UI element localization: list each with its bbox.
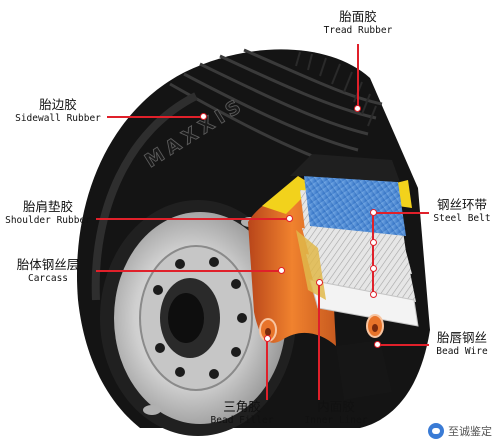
marker-sidewall (199, 112, 207, 120)
leader-bead-wire (377, 344, 429, 346)
label-sidewall-en: Sidewall Rubber (15, 113, 101, 125)
label-bead-filler-zh: 三角胶 (223, 399, 261, 414)
label-steel-belt-en: Steel Belt (433, 213, 491, 225)
label-inner-liner-en: Inner Liner (304, 415, 368, 427)
marker-bead-filler (263, 334, 271, 342)
label-shoulder-en: Shoulder Rubber (5, 215, 91, 227)
marker-shoulder (285, 214, 293, 222)
marker-bead-wire (373, 340, 381, 348)
leader-inner-liner (318, 282, 320, 400)
label-tread: 胎面胶 Tread Rubber (318, 9, 398, 37)
label-steel-belt: 钢丝环带 Steel Belt (428, 197, 496, 225)
marker-inner-liner (315, 278, 323, 286)
label-carcass-en: Carcass (27, 273, 69, 285)
marker-carcass (277, 266, 285, 274)
tire-cross-section (248, 154, 419, 400)
label-shoulder: 胎肩垫胶 Shoulder Rubber (0, 199, 96, 227)
label-carcass: 胎体钢丝层 Carcass (0, 257, 96, 285)
marker-steel-belt-4 (369, 290, 377, 298)
marker-tread (353, 104, 361, 112)
label-bead-wire: 胎唇钢丝 Bead Wire (428, 330, 496, 358)
label-bead-wire-zh: 胎唇钢丝 (436, 330, 487, 345)
marker-steel-belt-1 (369, 208, 377, 216)
label-bead-filler-en: Bead Filler (210, 415, 274, 427)
label-sidewall: 胎边胶 Sidewall Rubber (8, 97, 108, 125)
label-steel-belt-zh: 钢丝环带 (436, 197, 487, 212)
marker-steel-belt-3 (369, 264, 377, 272)
marker-steel-belt-2 (369, 238, 377, 246)
label-inner-liner: 内面胶 Inner Liner (296, 399, 376, 427)
label-bead-wire-en: Bead Wire (436, 346, 488, 358)
leader-tread (357, 44, 359, 108)
leader-steel-belt (373, 212, 429, 214)
leader-sidewall (107, 116, 203, 118)
label-tread-en: Tread Rubber (323, 25, 393, 37)
leader-steel-belt-vertical (372, 212, 374, 294)
wheel-rim (100, 200, 296, 436)
label-sidewall-zh: 胎边胶 (39, 97, 77, 112)
label-carcass-zh: 胎体钢丝层 (16, 257, 80, 272)
watermark: 至诚鉴定 (428, 423, 492, 439)
label-shoulder-zh: 胎肩垫胶 (22, 199, 73, 214)
label-tread-zh: 胎面胶 (339, 9, 377, 24)
chat-bubble-icon (428, 423, 444, 439)
leader-carcass (96, 270, 280, 272)
label-bead-filler: 三角胶 Bead Filler (204, 399, 280, 427)
watermark-text: 至诚鉴定 (448, 425, 492, 438)
label-inner-liner-zh: 内面胶 (317, 399, 355, 414)
leader-shoulder (96, 218, 288, 220)
leader-bead-filler (266, 338, 268, 400)
